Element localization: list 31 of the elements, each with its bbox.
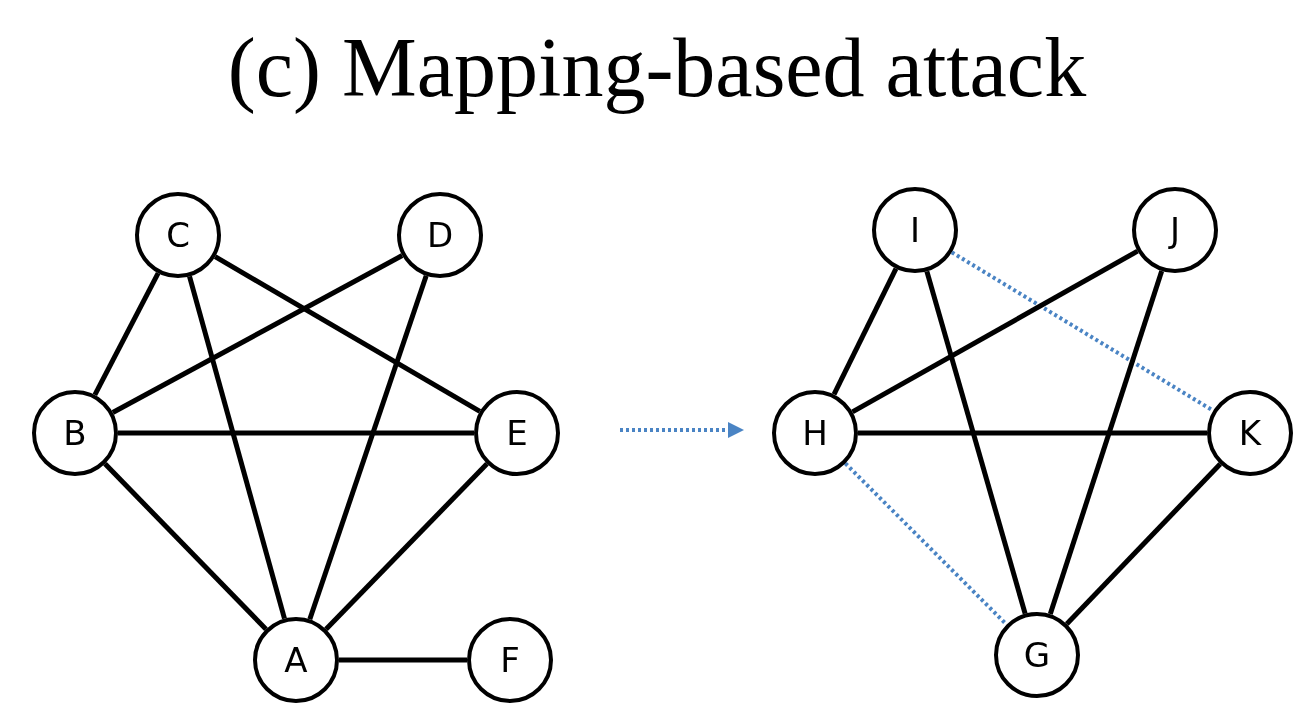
node-label: A [284,640,308,680]
node-label: E [506,413,528,453]
edge-line [339,657,467,663]
edge-line [187,275,287,620]
edge-line [924,270,1028,615]
edge-line [103,462,268,631]
edge-line [858,430,1207,436]
edge-line [111,253,404,415]
node-label: J [1170,210,1180,250]
edge-line [851,248,1139,415]
edge-line [92,272,161,396]
node-label: D [426,215,454,255]
title: (c) Mapping-based attack [226,20,1088,116]
edge-line [1064,462,1223,626]
edge-line [213,254,482,414]
edge-line [1047,270,1165,615]
edge-line [831,267,899,396]
node-label: H [802,413,828,453]
node-label: G [1023,635,1051,675]
node-label: I [910,210,920,250]
node-label: F [500,640,520,680]
node-circle [253,617,339,703]
node-circle [32,390,118,476]
node-label: B [63,413,87,453]
dashed-edge [844,462,1008,626]
edge-line [307,274,429,621]
node-label: K [1238,413,1262,453]
node-label: C [166,215,190,255]
edge-line [118,430,474,436]
dashed-edge [950,250,1215,413]
edge-line [324,462,489,631]
